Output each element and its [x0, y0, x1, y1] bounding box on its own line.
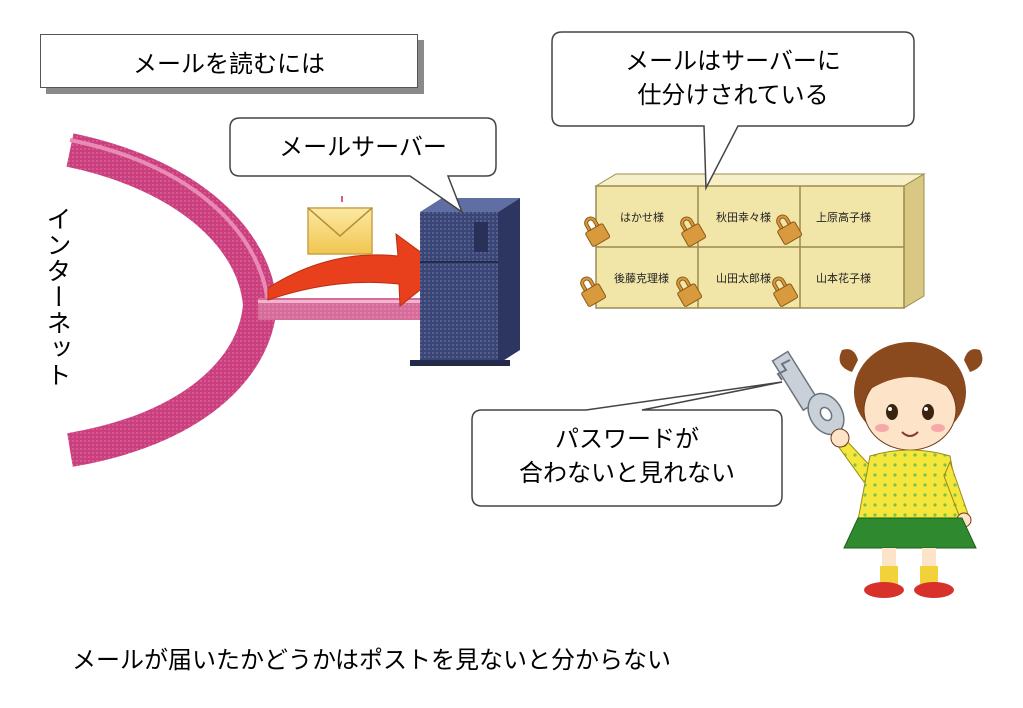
page-title: メールを読むには	[133, 49, 325, 78]
mailbox-label: はかせ様	[620, 210, 664, 224]
key-icon	[771, 350, 845, 436]
password-text-line1: パスワードが	[555, 425, 699, 453]
mail-server-icon	[410, 198, 520, 366]
sorted-text-line1: メールはサーバーに	[625, 47, 841, 75]
password-label: パスワードが 合わないと見れない	[472, 422, 782, 490]
padlock-icons	[580, 214, 803, 307]
mail-server-label: メールサーバー	[230, 130, 496, 164]
callout-sorted	[551, 31, 915, 191]
bottom-caption: メールが届いたかどうかはポストを見ないと分からない	[72, 646, 672, 674]
mailbox-label: 山田太郎様	[716, 271, 771, 285]
internet-pipe	[66, 133, 438, 467]
mail-server-text: メールサーバー	[279, 133, 447, 161]
mailbox-label: 後藤克理様	[614, 271, 669, 285]
callout-mail-server	[229, 117, 497, 215]
callout-password	[471, 381, 783, 507]
password-text-line2: 合わないと見れない	[519, 459, 735, 487]
mailbox-label: 上原高子様	[816, 210, 871, 224]
sorted-text-line2: 仕分けされている	[637, 81, 829, 109]
internet-label: インターネット	[43, 206, 72, 388]
girl-illustration	[830, 342, 983, 598]
title-box: メールを読むには	[40, 34, 418, 88]
mailbox-label: 山本花子様	[816, 271, 871, 285]
mailbox-label: 秋田幸々様	[716, 210, 771, 224]
mailbox-cabinet	[594, 173, 926, 309]
envelope-icon	[307, 196, 373, 255]
sorted-label: メールはサーバーに 仕分けされている	[552, 44, 914, 112]
